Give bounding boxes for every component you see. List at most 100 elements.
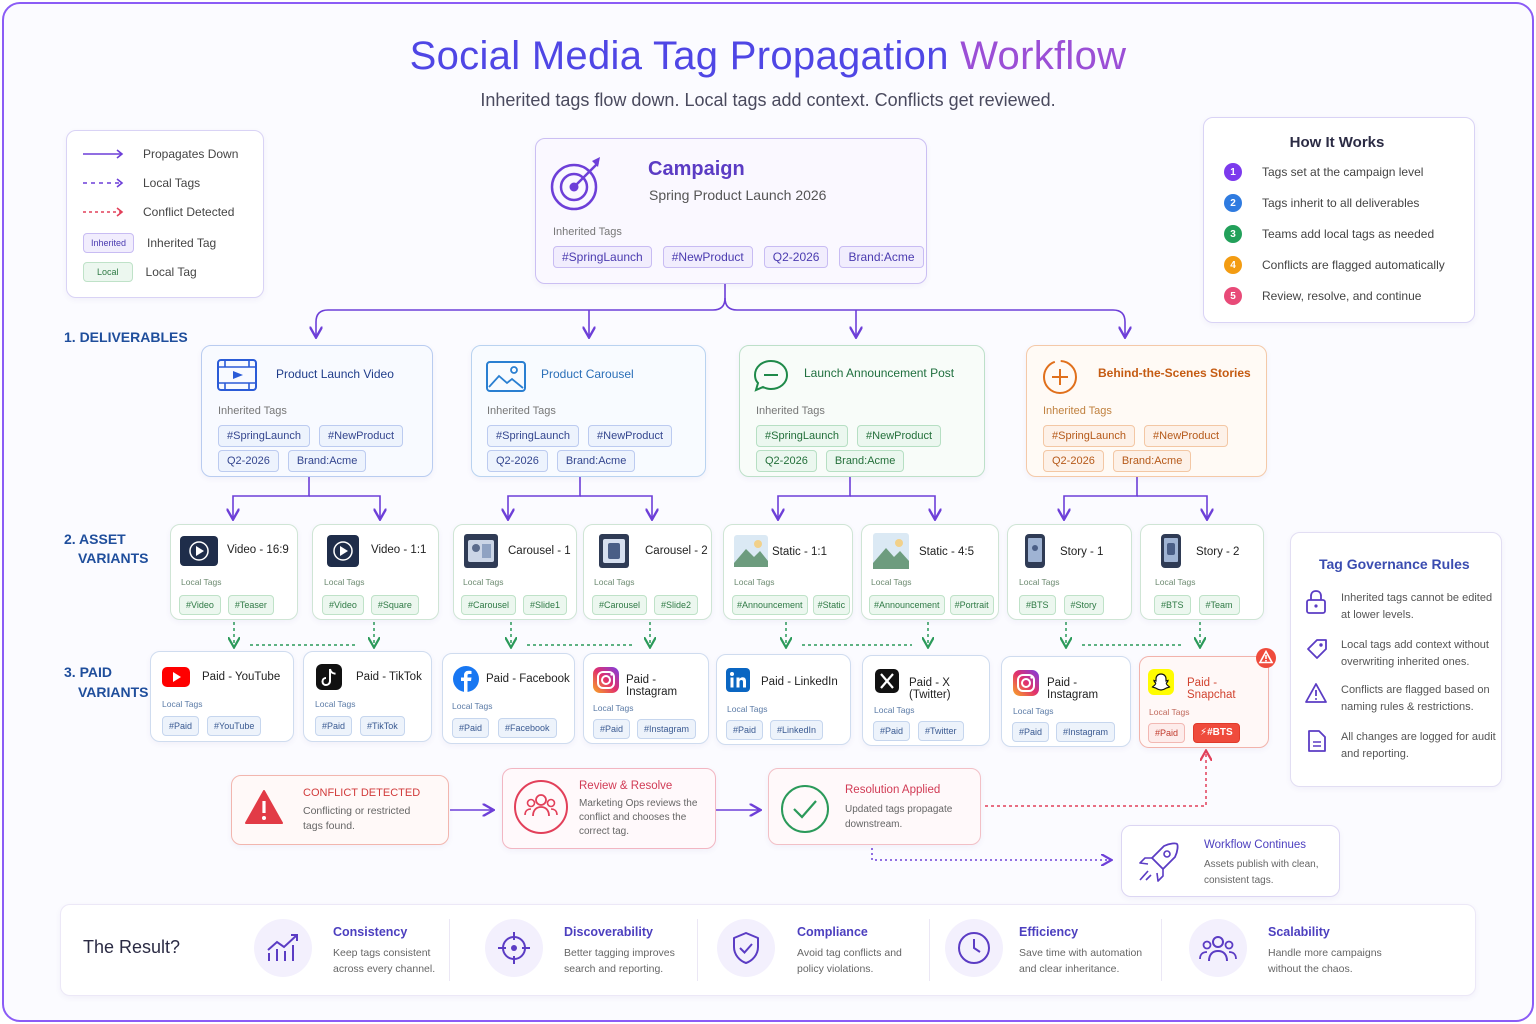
asset-local-label: Local Tags [463,577,504,587]
inherited-tag: #SpringLaunch [756,425,849,447]
paid-local-label: Local Tags [593,703,634,713]
asset-local-label: Local Tags [181,577,222,587]
deliverable-inherited-label: Inherited Tags [487,405,556,417]
result-item-desc: Save time with automation and clear inhe… [1019,947,1143,975]
paid-tag: #Instagram [1056,722,1116,742]
deliverable-inherited-label: Inherited Tags [218,405,287,417]
asset-local-label: Local Tags [1155,577,1196,587]
lightning-icon: ⚡ [1200,727,1208,738]
image-icon [486,361,526,392]
paid-card-youtube[interactable]: Paid - YouTube Local Tags #Paid#YouTube [150,651,294,742]
campaign-tag: #SpringLaunch [553,246,652,268]
paid-local-label: Local Tags [727,704,768,714]
plus-circle-icon [1043,360,1077,394]
review-resolve-box: Review & Resolve Marketing Ops reviews t… [502,768,716,849]
governance-panel: Tag Governance Rules Inherited tags cann… [1290,532,1502,787]
asset-title: Static - 1:1 [772,546,827,558]
paid-tag: #Paid [315,716,353,736]
conflict-tag-text: #BTS [1207,727,1233,738]
paid-title: Paid - TikTok [356,671,422,683]
local-tag: #Static [812,595,851,615]
result-panel: The Result? Consistency Keep tags consis… [60,904,1476,996]
campaign-tag: Brand:Acme [839,246,924,268]
section-label-deliverables: 1. DELIVERABLES [64,329,188,345]
tag-icon [1307,639,1327,659]
deliverable-title: Product Launch Video [276,367,394,381]
deliverable-inherited-label: Inherited Tags [1043,405,1112,417]
local-tag: #Carousel [461,595,517,615]
paid-card-x-twitter[interactable]: Paid - X (Twitter) Local Tags #Paid#Twit… [862,655,990,746]
paid-title: Paid - LinkedIn [761,676,838,688]
result-item-title: Efficiency [1019,925,1079,939]
divider [929,919,930,981]
chart-up-icon [267,934,298,961]
legend-local-tags: Local Tags [143,176,201,190]
resolved-title: Resolution Applied [845,784,941,796]
inherited-tag: Q2-2026 [218,450,279,472]
result-item-title: Compliance [797,925,868,939]
asset-card-static-1-1[interactable]: Static - 1:1 Local Tags #Announcement#St… [723,524,853,620]
deliverable-card-announcement[interactable]: Launch Announcement Post Inherited Tags … [739,345,985,477]
governance-rule: Inherited tags cannot be edited at lower… [1341,592,1493,621]
paid-card-instagram[interactable]: Paid - Instagram Local Tags #Paid#Instag… [583,653,709,744]
check-circle-icon [781,785,829,833]
team-icon [524,794,558,817]
asset-card-story-1[interactable]: Story - 1 Local Tags #BTS#Story [1007,524,1132,620]
conflict-tag: ⚡#BTS [1193,723,1240,743]
solid-arrow-icon [83,149,124,159]
asset-title: Carousel - 1 [508,545,571,557]
step-number: 2 [1224,194,1242,212]
step-text: Conflicts are flagged automatically [1262,258,1445,272]
legend-inherited-tag: Inherited Tag [147,236,217,250]
paid-card-facebook[interactable]: Paid - Facebook Local Tags #Paid#Faceboo… [442,653,575,744]
asset-title: Video - 1:1 [371,544,427,556]
asset-card-carousel-1[interactable]: Carousel - 1 Local Tags #Carousel#Slide1 [453,524,577,620]
dashed-arrow-icon [83,178,124,188]
result-item-title: Discoverability [564,925,653,939]
target-icon [550,157,600,211]
campaign-card: Campaign Spring Product Launch 2026 Inhe… [535,138,927,284]
paid-card-snapchat[interactable]: Paid - Snapchat Local Tags #Paid⚡#BTS [1139,656,1269,748]
deliverable-card-carousel[interactable]: Product Carousel Inherited Tags #SpringL… [471,345,706,477]
paid-card-instagram-2[interactable]: Paid - Instagram Local Tags #Paid#Instag… [1001,656,1131,747]
governance-rule: Conflicts are flagged based on naming ru… [1341,684,1490,713]
result-item-title: Consistency [333,925,408,939]
local-tag: #Carousel [592,595,648,615]
linkedin-icon [726,668,750,692]
legend-local-tag: Local Tag [145,265,197,279]
rocket-icon [1139,842,1179,882]
governance-rule: Local tags add context without overwriti… [1341,639,1489,668]
paid-tag: #Paid [1148,723,1186,743]
asset-card-carousel-2[interactable]: Carousel - 2 Local Tags #Carousel#Slide2 [583,524,712,620]
paid-card-linkedin[interactable]: Paid - LinkedIn Local Tags #Paid#LinkedI… [716,654,851,745]
warning-icon [245,790,283,824]
divider [449,919,450,981]
carousel-thumbnail-icon [464,534,498,568]
asset-card-static-4-5[interactable]: Static - 4:5 Local Tags #Announcement#Po… [861,524,999,620]
result-item-desc: Keep tags consistent across every channe… [333,947,436,975]
step-number: 4 [1224,256,1242,274]
carousel-thumbnail-icon [599,534,629,568]
step-text: Teams add local tags as needed [1262,227,1435,241]
asset-card-video-16-9[interactable]: Video - 16:9 Local Tags #Video#Teaser [170,524,298,620]
divider [697,919,698,981]
paid-card-tiktok[interactable]: Paid - TikTok Local Tags #Paid#TikTok [303,651,432,742]
video-icon [217,359,257,391]
lock-icon [1306,590,1326,614]
section-label-paid-2: VARIANTS [78,684,149,700]
inherited-tag: Brand:Acme [825,450,905,472]
phone-icon [1161,534,1181,568]
inherited-tag: #SpringLaunch [487,425,580,447]
inherited-tag: Brand:Acme [1112,450,1192,472]
section-label-asset: 2. ASSET [64,531,126,547]
conflict-detected-box: CONFLICT DETECTED Conflicting or restric… [231,775,449,845]
asset-card-story-2[interactable]: Story - 2 Local Tags #BTS#Team [1140,524,1264,620]
conflict-alert-icon [1256,648,1276,668]
result-icon-bg [717,919,775,977]
asset-card-video-1-1[interactable]: Video - 1:1 Local Tags #Video#Square [312,524,439,620]
inherited-tag: #NewProduct [1144,425,1229,447]
deliverable-card-video[interactable]: Product Launch Video Inherited Tags #Spr… [201,345,433,477]
instagram-icon [593,667,619,693]
deliverable-title: Launch Announcement Post [804,366,955,380]
deliverable-card-stories[interactable]: Behind-the-Scenes Stories Inherited Tags… [1026,345,1267,477]
